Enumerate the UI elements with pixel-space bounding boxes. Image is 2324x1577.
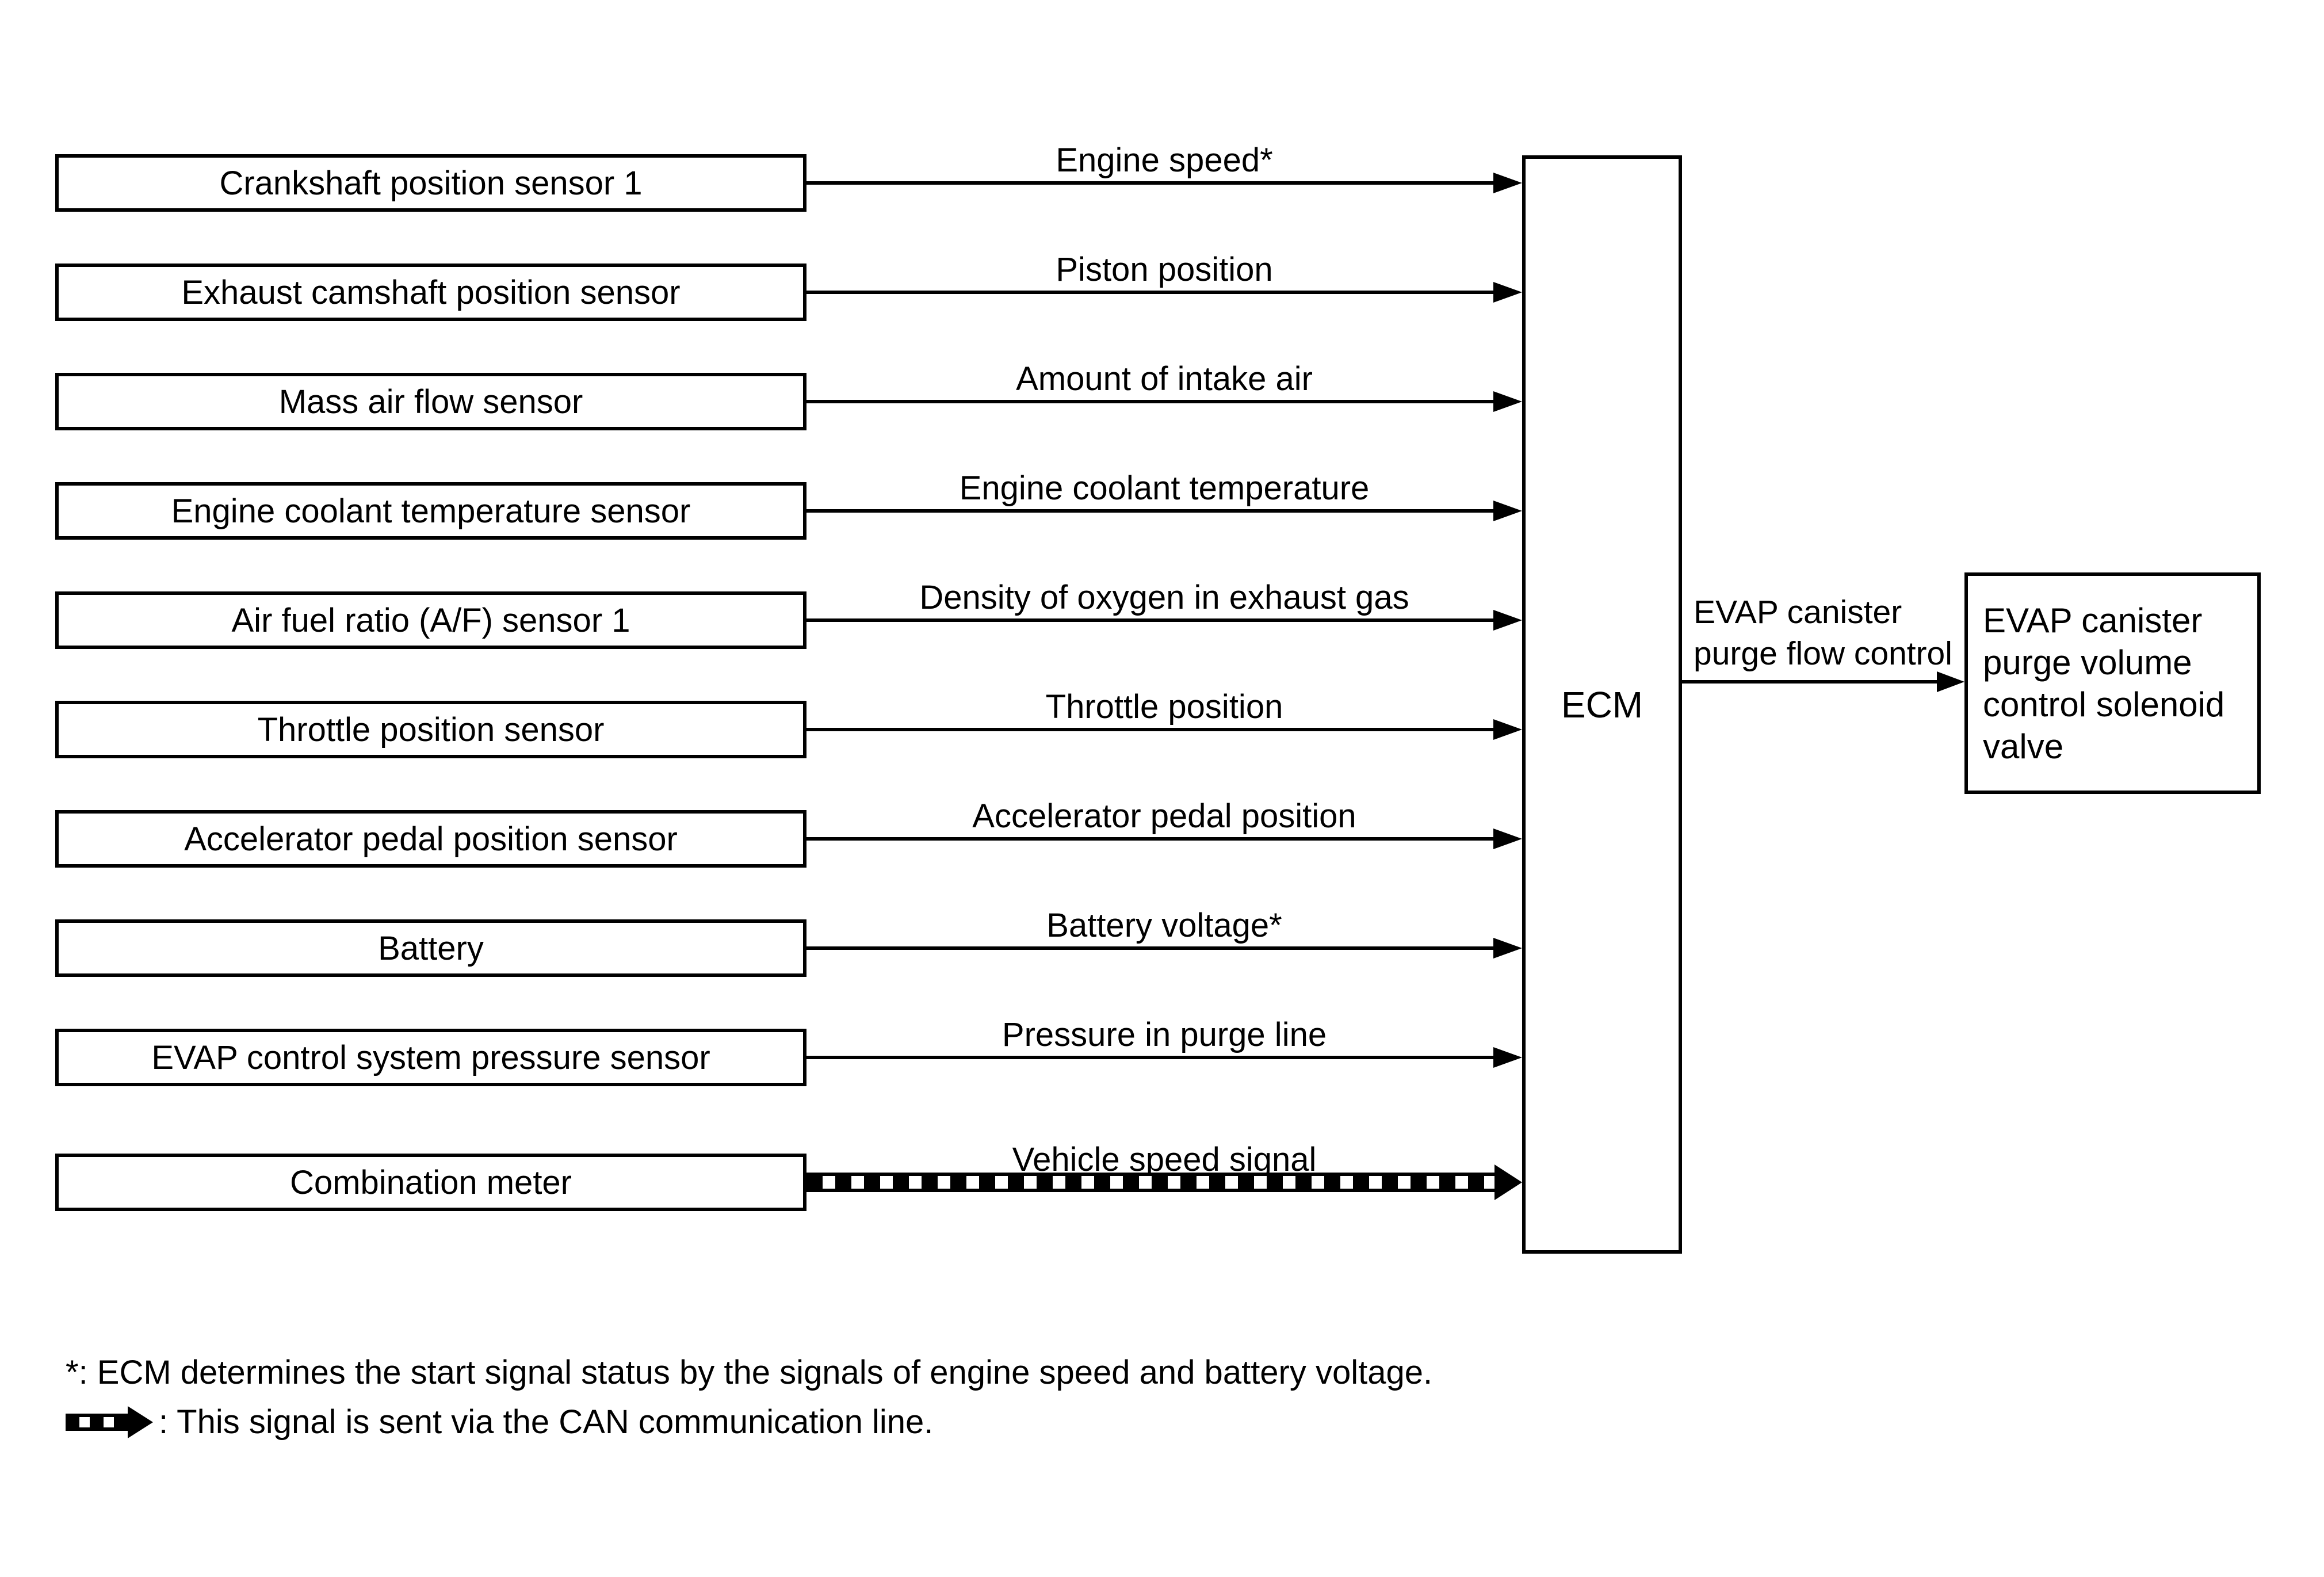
sensor-label: Engine coolant temperature sensor	[171, 492, 691, 530]
signal-label: Vehicle speed signal	[1012, 1141, 1317, 1178]
sensor-row: Exhaust camshaft position sensor Piston …	[55, 251, 1551, 321]
signal-label: Pressure in purge line	[1002, 1016, 1327, 1053]
signal-label: Density of oxygen in exhaust gas	[919, 579, 1409, 616]
arrowhead-icon	[1493, 282, 1522, 303]
signal-label: Engine coolant temperature	[959, 469, 1370, 507]
sensor-label: Mass air flow sensor	[278, 383, 583, 421]
sensor-box-combination-meter: Combination meter	[55, 1154, 806, 1211]
sensor-label: EVAP control system pressure sensor	[151, 1038, 710, 1076]
sensor-box-af-sensor: Air fuel ratio (A/F) sensor 1	[55, 591, 806, 649]
ecm-box: ECM	[1522, 155, 1682, 1254]
sensor-box-crankshaft: Crankshaft position sensor 1	[55, 154, 806, 212]
sensor-box-exhaust-camshaft: Exhaust camshaft position sensor	[55, 264, 806, 321]
footnote-can: : This signal is sent via the CAN commun…	[66, 1403, 933, 1441]
sensor-label: Air fuel ratio (A/F) sensor 1	[231, 601, 630, 639]
sensor-row: Mass air flow sensor Amount of intake ai…	[55, 360, 1551, 430]
arrowhead-icon	[1493, 828, 1522, 849]
sensor-label: Accelerator pedal position sensor	[184, 820, 678, 858]
sensor-label: Battery	[378, 929, 484, 967]
signal-arrow-line	[806, 509, 1496, 513]
arrowhead-icon	[1493, 610, 1522, 631]
sensor-row: Crankshaft position sensor 1 Engine spee…	[55, 142, 1551, 212]
signal-arrow-line	[806, 291, 1496, 294]
signal-label: Accelerator pedal position	[972, 797, 1356, 835]
footnote-asterisk: *: ECM determines the start signal statu…	[66, 1354, 1433, 1391]
sensor-row: Accelerator pedal position sensor Accele…	[55, 797, 1551, 868]
arrowhead-icon	[1493, 719, 1522, 740]
sensor-label: Crankshaft position sensor 1	[219, 164, 643, 202]
sensor-row: EVAP control system pressure sensor Pres…	[55, 1016, 1551, 1086]
output-signal-label: EVAP canister purge flow control	[1694, 594, 1952, 672]
ecm-label: ECM	[1561, 684, 1643, 726]
sensor-box-coolant-temp: Engine coolant temperature sensor	[55, 482, 806, 540]
sensor-box-throttle-position: Throttle position sensor	[55, 701, 806, 758]
can-line-legend-icon	[66, 1406, 153, 1438]
signal-arrow-line	[806, 728, 1496, 731]
arrowhead-icon	[1493, 501, 1522, 521]
sensor-row: Engine coolant temperature sensor Engine…	[55, 469, 1551, 540]
sensor-label: Throttle position sensor	[257, 711, 605, 749]
solenoid-valve-label: EVAP canister purge volume control solen…	[1983, 601, 2225, 766]
arrowhead-icon	[1493, 173, 1522, 193]
sensor-box-evap-pressure: EVAP control system pressure sensor	[55, 1029, 806, 1086]
signal-arrow-line	[806, 181, 1496, 185]
arrowhead-icon	[1493, 938, 1522, 959]
can-arrow-bar	[806, 1173, 1494, 1192]
solenoid-valve-box: EVAP canister purge volume control solen…	[1964, 572, 2261, 794]
can-arrowhead-icon	[1494, 1164, 1522, 1200]
sensor-row: Combination meter Vehicle speed signal	[55, 1141, 1551, 1211]
arrowhead-icon	[1493, 391, 1522, 412]
sensor-box-battery: Battery	[55, 919, 806, 977]
sensor-row: Battery Battery voltage*	[55, 907, 1551, 977]
signal-label: Throttle position	[1045, 688, 1283, 726]
signal-arrow-line	[806, 1056, 1496, 1059]
signal-label: Piston position	[1056, 251, 1273, 288]
output-arrowhead-icon	[1937, 671, 1964, 692]
signal-arrow-line	[806, 837, 1496, 841]
sensor-label: Exhaust camshaft position sensor	[181, 273, 681, 311]
arrowhead-icon	[1493, 1047, 1522, 1068]
sensor-label: Combination meter	[290, 1163, 572, 1201]
sensor-row: Throttle position sensor Throttle positi…	[55, 688, 1551, 758]
output-arrow-line	[1682, 680, 1937, 684]
footnote-can-text: : This signal is sent via the CAN commun…	[159, 1403, 934, 1441]
signal-arrow-line	[806, 400, 1496, 403]
signal-arrow-line	[806, 618, 1496, 622]
signal-label: Battery voltage*	[1046, 907, 1282, 944]
signal-arrow-line	[806, 946, 1496, 950]
sensor-box-mass-air-flow: Mass air flow sensor	[55, 373, 806, 430]
signal-label: Engine speed*	[1056, 142, 1273, 179]
sensor-box-accel-pedal: Accelerator pedal position sensor	[55, 810, 806, 868]
sensor-row: Air fuel ratio (A/F) sensor 1 Density of…	[55, 579, 1551, 649]
signal-label: Amount of intake air	[1016, 360, 1313, 398]
